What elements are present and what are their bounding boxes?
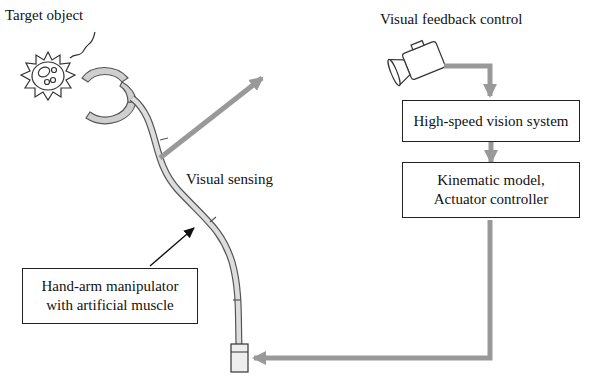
node-text: Hand-arm manipulator with artificial mus… <box>31 277 189 315</box>
signal-label: Visual sensing <box>184 170 275 188</box>
camera <box>384 36 446 86</box>
callout-box: Hand-arm manipulator with artificial mus… <box>22 268 198 324</box>
object-label: Target object <box>3 6 85 24</box>
manipulator-arm <box>132 98 248 372</box>
title-label: Visual feedback control <box>378 10 524 28</box>
arm-base <box>231 344 248 372</box>
hand-fingers <box>82 68 136 124</box>
node-text: Kinematic model, Actuator controller <box>411 171 571 209</box>
leader-arrow <box>150 228 194 266</box>
actuator-arrow <box>254 220 490 358</box>
flow-arrow <box>489 142 494 162</box>
process-box: High-speed vision system <box>402 100 580 142</box>
sensing-arrow <box>160 78 262 158</box>
target-object <box>21 32 95 100</box>
node-text: High-speed vision system <box>414 112 569 131</box>
camera-feed-arrow <box>444 66 490 96</box>
process-box: Kinematic model, Actuator controller <box>402 162 580 218</box>
